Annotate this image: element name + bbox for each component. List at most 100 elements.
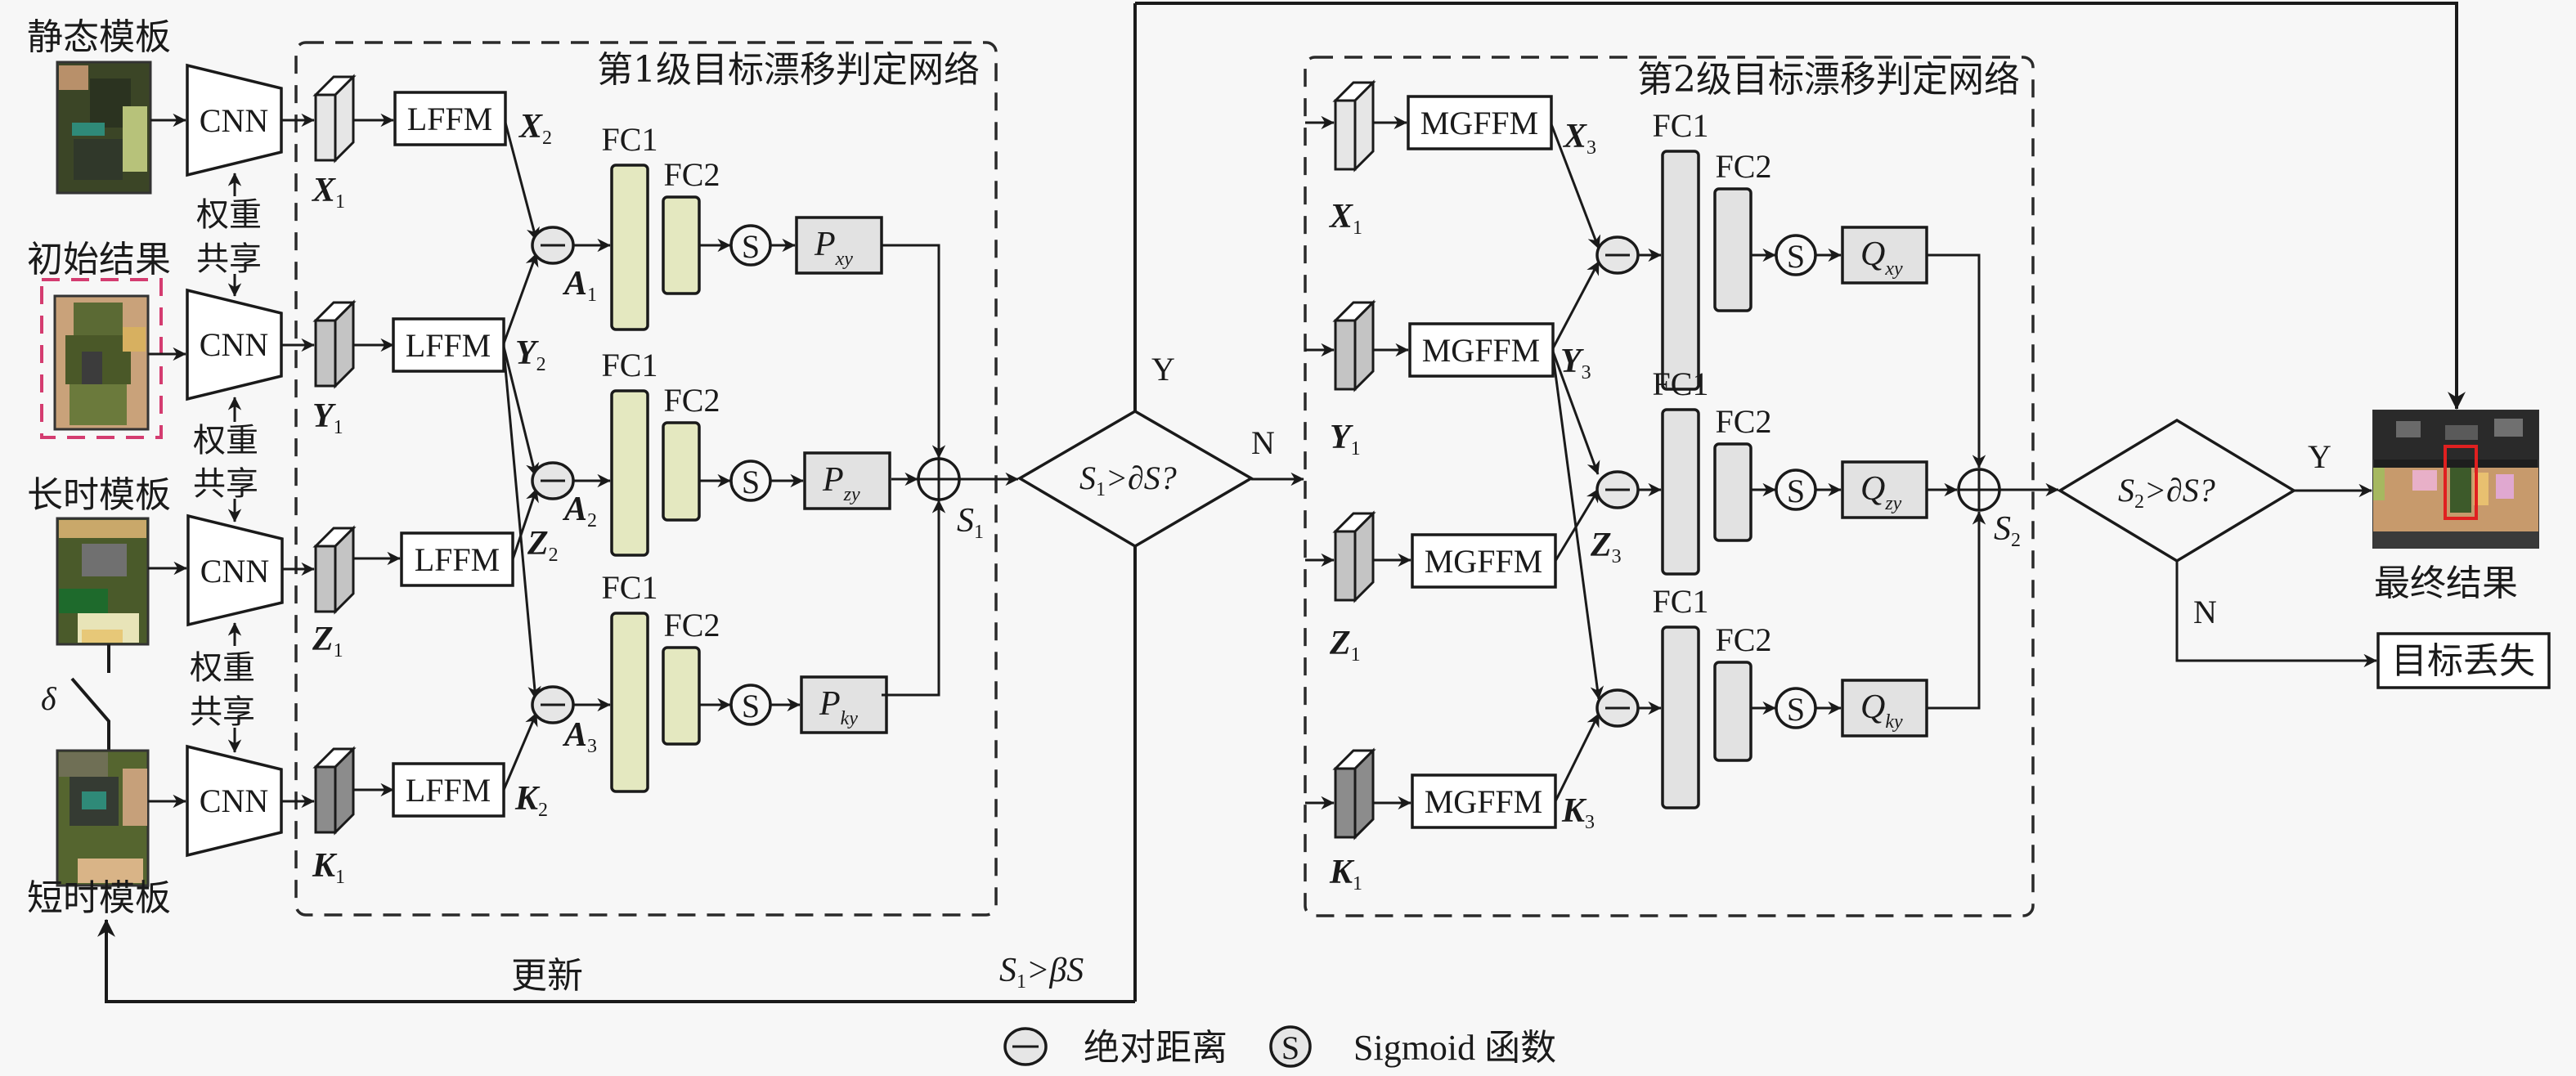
feature-label-k2: K2 [514,780,548,821]
feature-block-front [1334,767,1357,839]
feature-block-front [314,765,337,834]
fc2-layer [1713,187,1752,312]
final-result-label: 最终结果 [2374,563,2518,604]
cnn-backbones: CNN CNN CNN CNN 权重 共享 权重 共享 [148,63,284,858]
decision1-condition: S1>∂S? [1079,460,1177,500]
update-label: 更新 [511,955,583,997]
fc2-layer [1713,442,1752,542]
fc2-label: FC2 [1716,621,1772,658]
mgffm-y: MGFFM [1408,322,1555,378]
stage2-sum: S2 [1927,253,2059,710]
weight-share-label: 共享 [196,240,262,278]
feature-block-y1 [1332,299,1376,392]
weight-share-1: 权重 共享 [196,173,262,297]
lffm-z: LFFM [400,531,514,587]
mgffm-label: MGFFM [1422,332,1541,369]
feature-block-front [314,545,337,613]
sigmoid-glyph: S [742,688,760,724]
score-box [1841,226,1928,285]
legend: 绝对距离 S Sigmoid 函数 [1003,1025,1556,1069]
sigmoid-icon [1269,1025,1312,1068]
short-term-template-label: 短时模板 [27,877,171,919]
weight-share-2: 权重 共享 [193,397,258,522]
feature-label-k1: K1 [312,847,345,888]
detection-box [2444,445,2478,520]
cnn-static: CNN [186,63,283,177]
score-label: Qky [1860,688,1903,733]
decision2: S2>∂S? Y N [2057,418,2377,668]
mgffm-label: MGFFM [1425,783,1543,820]
feature-label-x2: X2 [518,108,552,149]
update-path: 更新 S1>βS [97,918,1135,1003]
stage2-frame [1304,56,2035,917]
stage1-routing [502,122,541,791]
decision2-yes-label: Y [2308,438,2331,475]
distance-label-a3: A3 [562,716,597,757]
fc2-label: FC2 [664,382,720,419]
delta-switch: δ [41,644,110,751]
feature-block-x1 [1332,79,1376,173]
score-label: Pxy [814,226,853,270]
stage1-network: 第1级目标漂移判定网络 X1 Y1 Z1 K1 LFFM LFFM [281,41,1019,917]
feature-label-k1: K1 [1329,854,1362,894]
cnn-label: CNN [200,782,268,819]
fc1-layer [1661,150,1700,391]
initial-result-label: 初始结果 [27,239,171,280]
update-condition: S1>βS [999,952,1084,993]
fc2-label: FC2 [1716,403,1772,440]
feature-block-front [314,319,337,388]
weight-share-label: 权重 [190,649,255,687]
short-term-template-image [56,749,150,887]
sum-label-s2: S2 [1994,510,2021,551]
weight-share-label: 共享 [193,465,258,503]
lffm-x: LFFM [393,91,507,146]
feature-label-z1: Z1 [312,621,343,661]
sum-label-s1: S1 [957,502,984,543]
score-box [1841,460,1928,519]
decision1-no-label: N [1251,424,1275,461]
sigmoid-glyph: S [742,228,760,265]
decision1-yes-label: Y [1151,351,1175,388]
feature-block-k1 [1332,747,1376,841]
fc1-label: FC1 [1653,107,1709,144]
target-lost-box: 目标丢失 [2376,632,2551,689]
stage1-title: 第1级目标漂移判定网络 [597,49,980,91]
lffm-label: LFFM [406,327,491,364]
feature-block-y1 [312,299,357,389]
decision2-condition: S2>∂S? [2118,472,2215,513]
sigmoid-glyph: S [1787,473,1805,509]
fc1-layer [1661,408,1700,576]
sigmoid-glyph: S [742,464,760,500]
feature-block-front [1334,99,1357,171]
yes-path-to-final [1135,2,2466,410]
feature-block-front [314,93,337,162]
weight-share-label: 共享 [190,693,255,731]
lffm-label: LFFM [406,772,491,809]
lffm-label: LFFM [407,101,493,137]
input-column: 静态模板 初始结果 长时模板 [27,16,171,919]
feature-block-front [1334,530,1357,602]
legend-sigmoid-function: Sigmoid 函数 [1353,1028,1556,1068]
target-lost-label: 目标丢失 [2391,640,2535,682]
decision2-no-label: N [2193,594,2217,630]
initial-result-frame [40,278,163,439]
fc2-label: FC2 [664,156,720,193]
feature-label-z1: Z1 [1329,625,1361,666]
fc2-label: FC2 [1716,148,1772,185]
cnn-short-term: CNN [186,744,283,858]
feature-label-y1: Y1 [312,397,343,438]
initial-result-image [53,294,150,431]
feature-label-k3: K3 [1561,792,1595,833]
feature-label-y1: Y1 [1330,419,1361,460]
sigmoid-icon-glyph: S [1281,1029,1299,1066]
sigmoid-glyph: S [1787,238,1805,275]
score-label: Qzy [1860,470,1902,514]
lffm-k: LFFM [392,762,505,818]
feature-label-x1: X1 [311,172,345,213]
